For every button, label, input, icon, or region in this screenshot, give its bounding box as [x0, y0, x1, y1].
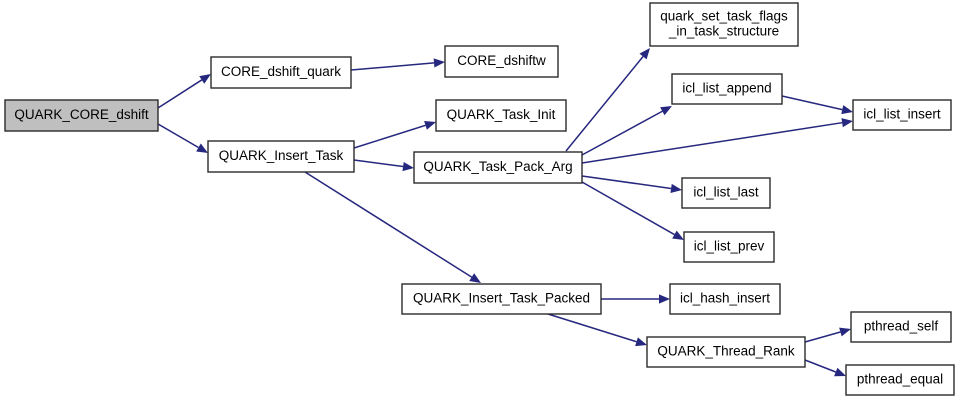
node-quark_insert_task[interactable]: QUARK_Insert_Task	[207, 140, 355, 173]
arrowhead-icon	[839, 327, 851, 337]
node-icl_list_insert[interactable]: icl_list_insert	[852, 99, 952, 131]
edge-line	[581, 121, 843, 164]
edge-line	[547, 313, 637, 343]
edge-quark_insert_task_packed-to-icl_hash_insert	[601, 294, 670, 304]
edge-core_dshift_quark-to-core_dshiftw	[350, 58, 445, 71]
arrowhead-icon	[469, 273, 481, 283]
edge-line	[581, 110, 663, 156]
edge-line	[157, 123, 199, 149]
node-box[interactable]	[845, 364, 955, 396]
node-quark_thread_rank[interactable]: QUARK_Thread_Rank	[646, 336, 806, 368]
node-quark_core_dshift[interactable]: QUARK_CORE_dshift	[4, 99, 159, 132]
arrowhead-icon	[660, 106, 672, 116]
arrowhead-icon	[659, 294, 670, 304]
node-box[interactable]	[669, 283, 781, 315]
node-quark_task_init[interactable]: QUARK_Task_Init	[435, 99, 567, 132]
node-box[interactable]	[401, 283, 602, 315]
node-box[interactable]	[850, 311, 952, 343]
node-box[interactable]	[435, 99, 567, 132]
edge-quark_insert_task_packed-to-quark_thread_rank	[547, 313, 647, 347]
arrowhead-icon	[841, 118, 853, 128]
edge-line	[804, 331, 841, 343]
node-box[interactable]	[207, 140, 355, 173]
edge-line	[581, 181, 675, 236]
node-core_dshift_quark[interactable]: CORE_dshift_quark	[210, 56, 352, 89]
arrowhead-icon	[199, 74, 211, 84]
node-box[interactable]	[413, 151, 583, 184]
edge-quark_task_pack_arg-to-icl_list_prev	[581, 181, 684, 240]
node-box[interactable]	[683, 231, 775, 263]
node-box[interactable]	[646, 336, 806, 368]
arrowhead-icon	[639, 48, 650, 60]
arrowhead-icon	[670, 183, 682, 194]
node-box[interactable]	[4, 99, 159, 132]
edge-quark_insert_task-to-quark_insert_task_packed	[304, 171, 481, 283]
arrowhead-icon	[841, 105, 853, 115]
edge-quark_core_dshift-to-core_dshift_quark	[157, 74, 211, 109]
edge-line	[350, 62, 435, 71]
edge-line	[581, 175, 672, 190]
edges-layer	[157, 48, 853, 377]
edge-quark_insert_task-to-quark_task_pack_arg	[353, 159, 414, 172]
edge-line	[157, 79, 203, 109]
node-box[interactable]	[444, 45, 559, 78]
edge-quark_task_pack_arg-to-icl_list_append	[581, 106, 672, 156]
edge-line	[804, 359, 837, 373]
node-box[interactable]	[852, 99, 952, 131]
node-quark_insert_task_packed[interactable]: QUARK_Insert_Task_Packed	[401, 283, 602, 315]
node-box[interactable]	[681, 177, 771, 209]
edge-quark_thread_rank-to-pthread_self	[804, 327, 851, 343]
node-icl_list_prev[interactable]: icl_list_prev	[683, 231, 775, 263]
edge-icl_list_append-to-icl_list_insert	[781, 95, 853, 115]
arrowhead-icon	[402, 161, 414, 172]
edge-quark_insert_task-to-quark_task_init	[353, 120, 436, 149]
edge-quark_thread_rank-to-pthread_equal	[804, 359, 846, 377]
arrowhead-icon	[834, 367, 846, 377]
arrowhead-icon	[196, 143, 208, 153]
node-box[interactable]	[671, 73, 783, 105]
edge-quark_task_pack_arg-to-quark_set_task_flags	[565, 48, 650, 152]
edge-line	[304, 171, 473, 278]
node-pthread_equal[interactable]: pthread_equal	[845, 364, 955, 396]
node-quark_set_task_flags[interactable]: quark_set_task_flags_in_task_structure	[649, 2, 799, 47]
node-box[interactable]	[210, 56, 352, 89]
node-icl_list_append[interactable]: icl_list_append	[671, 73, 783, 105]
edge-quark_task_pack_arg-to-icl_list_last	[581, 175, 682, 194]
edge-line	[353, 124, 426, 149]
edge-quark_task_pack_arg-to-icl_list_insert	[581, 118, 853, 164]
edge-line	[565, 56, 644, 152]
arrowhead-icon	[635, 337, 647, 347]
arrowhead-icon	[433, 58, 445, 68]
node-box[interactable]	[649, 2, 799, 47]
edge-line	[353, 159, 404, 168]
node-core_dshiftw[interactable]: CORE_dshiftw	[444, 45, 559, 78]
arrowhead-icon	[424, 120, 436, 130]
node-pthread_self[interactable]: pthread_self	[850, 311, 952, 343]
arrowhead-icon	[672, 230, 684, 240]
node-icl_list_last[interactable]: icl_list_last	[681, 177, 771, 209]
node-icl_hash_insert[interactable]: icl_hash_insert	[669, 283, 781, 315]
node-quark_task_pack_arg[interactable]: QUARK_Task_Pack_Arg	[413, 151, 583, 184]
nodes-layer: QUARK_CORE_dshift CORE_dshift_quarkQUARK_…	[4, 2, 955, 396]
edge-quark_core_dshift-to-quark_insert_task	[157, 123, 208, 153]
edge-line	[781, 95, 843, 111]
